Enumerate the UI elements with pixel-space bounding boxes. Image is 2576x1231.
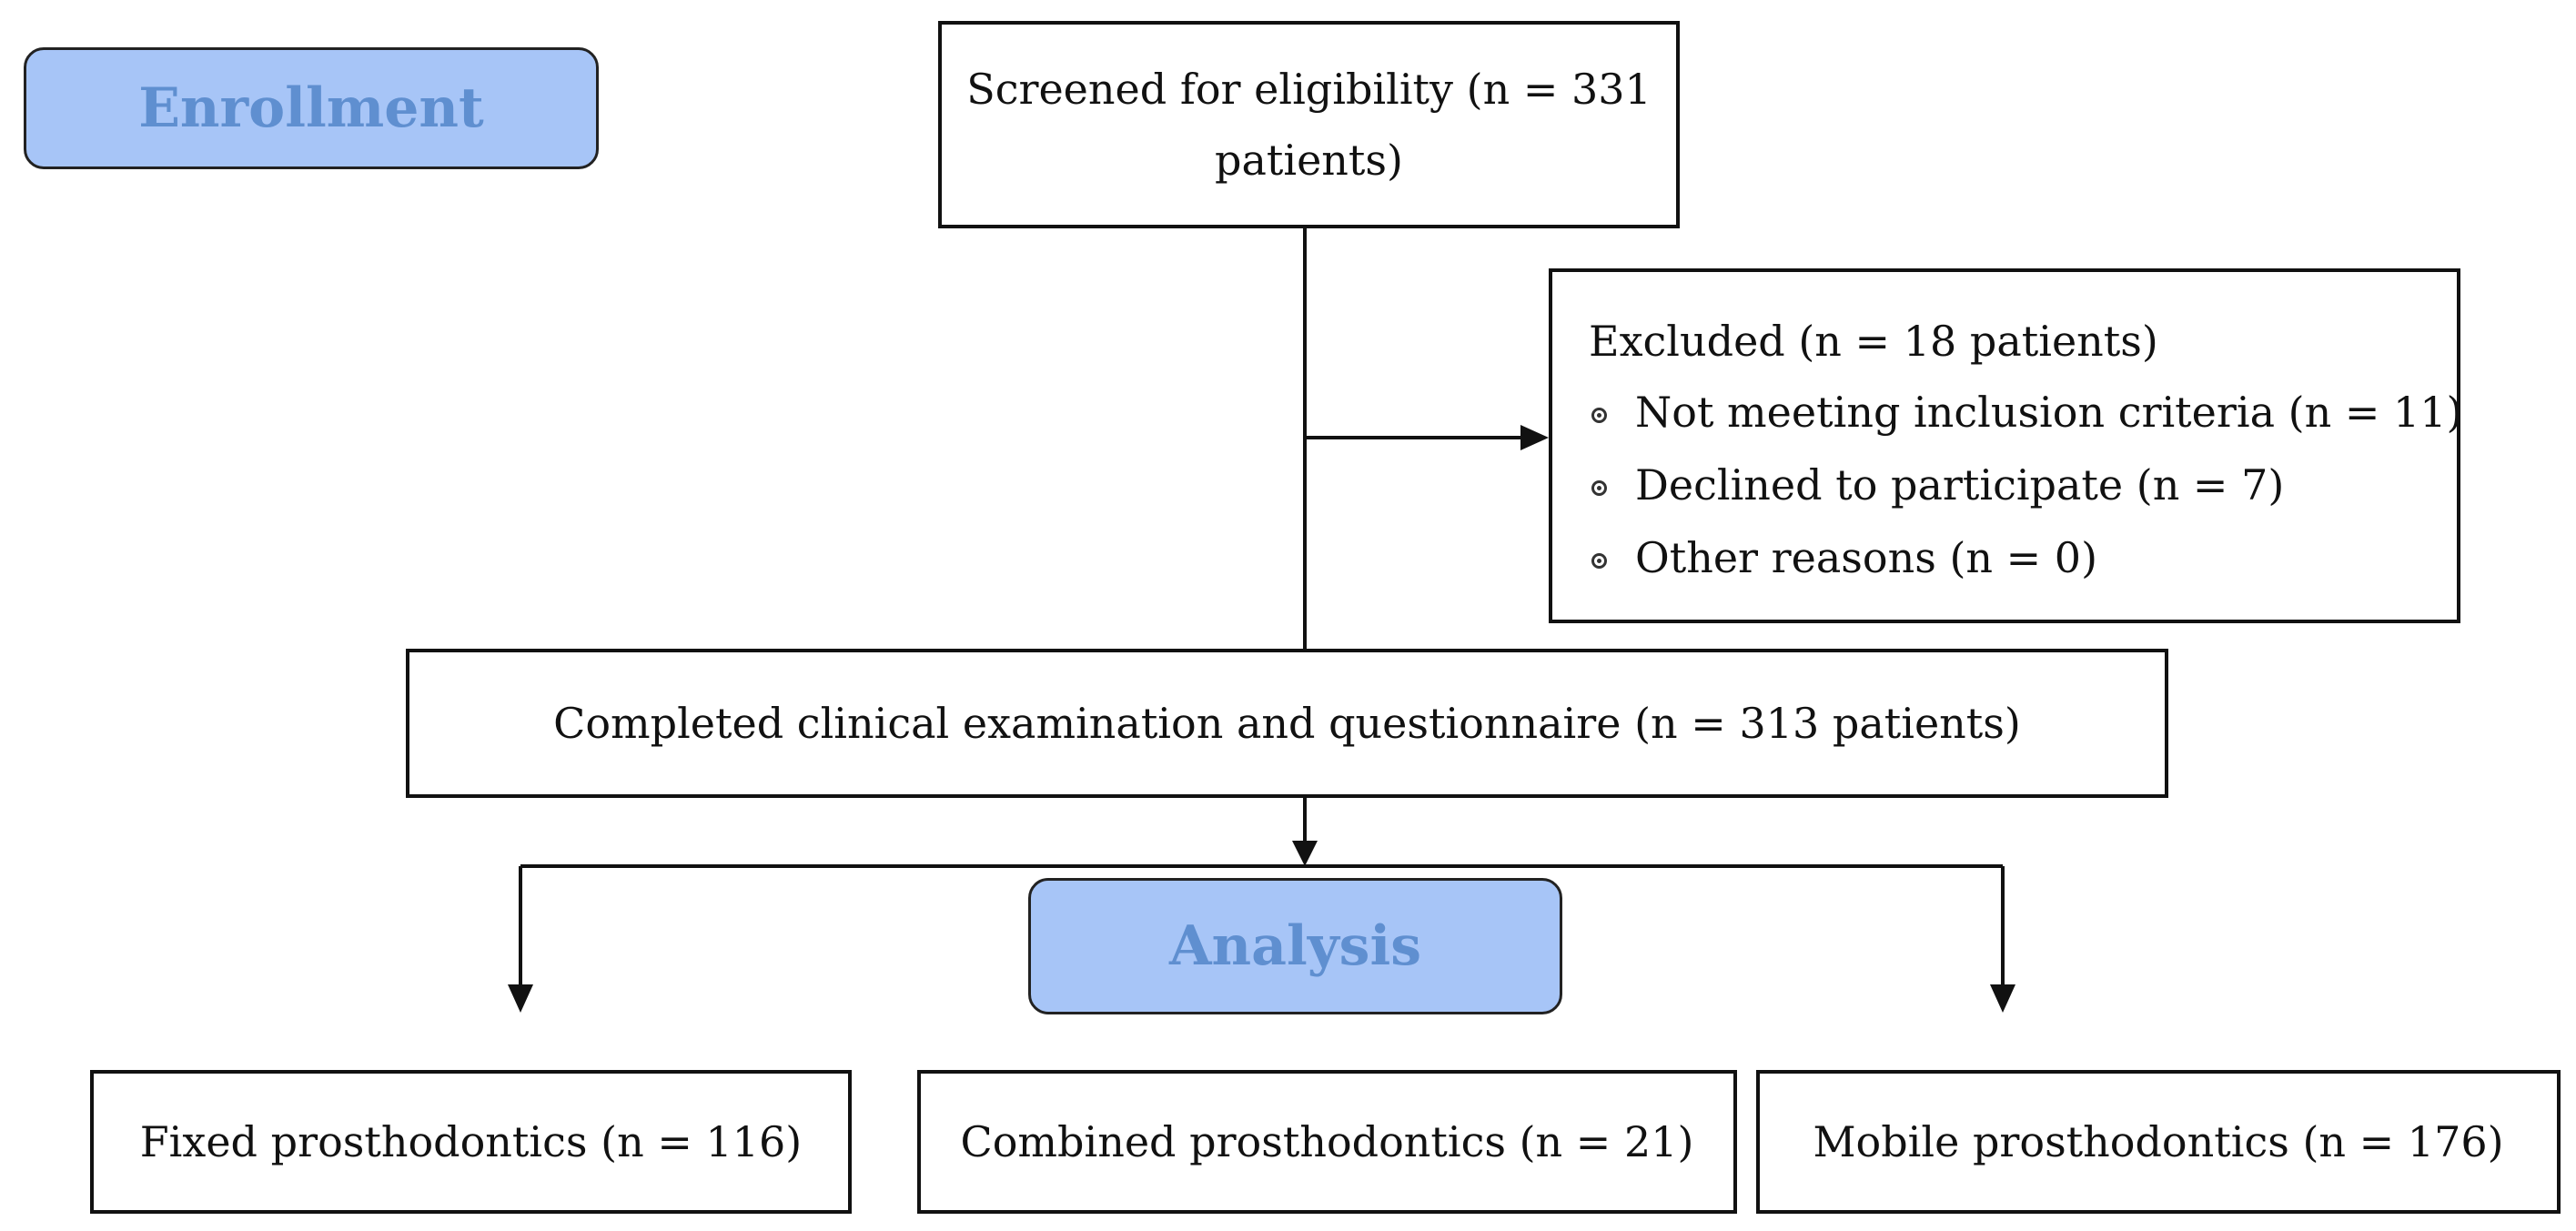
exclusion-arrowhead [1520, 425, 1549, 450]
screened-for-eligibility-box: Screened for eligibility (n = 331 patien… [938, 21, 1680, 228]
screened-for-eligibility-text: Screened for eligibility (n = 331 patien… [966, 65, 1652, 185]
excluded-title: Excluded (n = 18 patients) [1589, 317, 2158, 366]
completed-to-split-arrowhead [1292, 841, 1318, 866]
exclusion-reasons-list: Not meeting inclusion criteria (n = 11) … [1589, 376, 2462, 594]
exclusion-reason-label: Other reasons (n = 0) [1635, 533, 2098, 582]
exclusion-reason-item: Declined to participate (n = 7) [1589, 449, 2457, 521]
combined-prosthodontics-box: Combined prosthodontics (n = 21) [917, 1070, 1737, 1214]
analysis-stage-label: Analysis [1028, 878, 1562, 1014]
excluded-patients-box: Excluded (n = 18 patients) Not meeting i… [1549, 268, 2462, 623]
completed-examination-text: Completed clinical examination and quest… [553, 699, 2021, 748]
right-branch-arrowhead [1990, 984, 2015, 1013]
left-branch-arrowhead [508, 984, 533, 1013]
bullet-icon [1591, 479, 1607, 496]
mobile-prosthodontics-text: Mobile prosthodontics (n = 176) [1813, 1117, 2504, 1166]
bullet-icon [1591, 407, 1607, 423]
exclusion-reason-label: Declined to participate (n = 7) [1635, 460, 2285, 510]
fixed-prosthodontics-box: Fixed prosthodontics (n = 116) [90, 1070, 852, 1214]
bullet-icon [1591, 552, 1607, 569]
completed-examination-box: Completed clinical examination and quest… [406, 649, 2168, 798]
exclusion-reason-item: Other reasons (n = 0) [1589, 521, 2457, 594]
fixed-prosthodontics-text: Fixed prosthodontics (n = 116) [139, 1117, 803, 1166]
exclusion-reason-item: Not meeting inclusion criteria (n = 11) [1589, 376, 2462, 449]
exclusion-reason-label: Not meeting inclusion criteria (n = 11) [1635, 388, 2463, 437]
enrollment-stage-label: Enrollment [24, 47, 599, 169]
combined-prosthodontics-text: Combined prosthodontics (n = 21) [960, 1117, 1694, 1166]
mobile-prosthodontics-box: Mobile prosthodontics (n = 176) [1756, 1070, 2561, 1214]
